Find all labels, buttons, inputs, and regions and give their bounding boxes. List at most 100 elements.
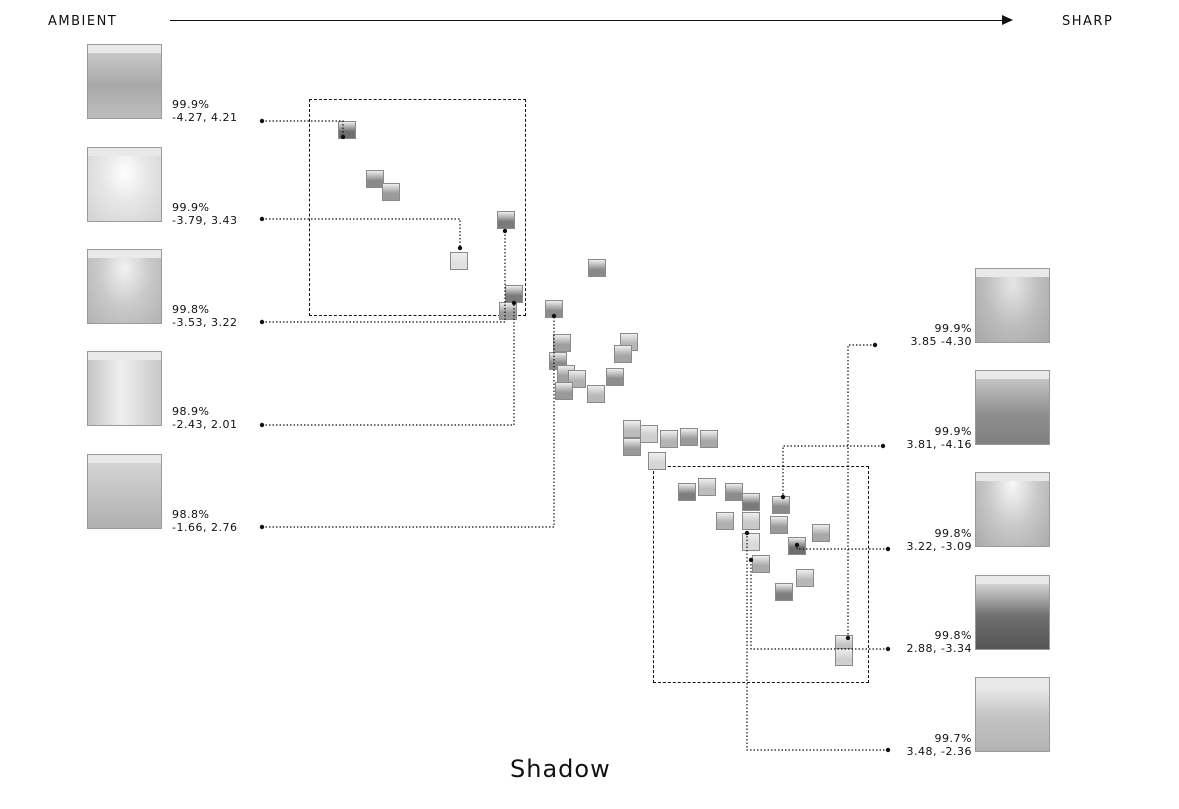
leader-line bbox=[847, 344, 875, 638]
leader-line bbox=[262, 303, 515, 426]
left-sample-label-3: 99.8% -3.53, 3.22 bbox=[172, 303, 237, 329]
scatter-sample-thumbnail bbox=[678, 483, 696, 501]
leader-dot bbox=[780, 494, 786, 500]
scatter-sample-thumbnail bbox=[812, 524, 830, 542]
scatter-sample-thumbnail bbox=[742, 493, 760, 511]
left-sample-percent: 98.9% bbox=[172, 405, 210, 418]
leader-line bbox=[262, 218, 461, 248]
left-thumbnail-5 bbox=[87, 454, 162, 529]
left-thumbnail-3 bbox=[87, 249, 162, 324]
left-sample-percent: 99.9% bbox=[172, 201, 210, 214]
scatter-sample-thumbnail bbox=[587, 385, 605, 403]
left-thumbnail-1 bbox=[87, 44, 162, 119]
left-thumbnail-4 bbox=[87, 351, 162, 426]
right-thumbnail-5 bbox=[975, 677, 1050, 752]
scatter-sample-thumbnail bbox=[775, 583, 793, 601]
scatter-sample-thumbnail bbox=[640, 425, 658, 443]
scatter-sample-thumbnail bbox=[725, 483, 743, 501]
leader-dot bbox=[885, 546, 891, 552]
cluster-box-ambient bbox=[309, 99, 526, 316]
right-sample-label-4: 99.8% 2.88, -3.34 bbox=[880, 629, 972, 655]
right-sample-label-1: 99.9% 3.85 -4.30 bbox=[880, 322, 972, 348]
leader-dot bbox=[340, 134, 346, 140]
scatter-sample-thumbnail bbox=[497, 211, 515, 229]
leader-dot bbox=[259, 422, 265, 428]
left-sample-percent: 98.8% bbox=[172, 508, 210, 521]
leader-line bbox=[782, 445, 883, 497]
leader-line bbox=[796, 545, 888, 550]
right-sample-percent: 99.9% bbox=[934, 322, 972, 335]
cluster-box-sharp bbox=[653, 466, 869, 683]
leader-dot bbox=[872, 342, 878, 348]
left-sample-label-2: 99.9% -3.79, 3.43 bbox=[172, 201, 237, 227]
left-sample-label-1: 99.9% -4.27, 4.21 bbox=[172, 98, 237, 124]
right-sample-coords: 3.85 -4.30 bbox=[910, 335, 972, 348]
leader-dot bbox=[259, 216, 265, 222]
leader-dot bbox=[885, 646, 891, 652]
leader-dot bbox=[551, 313, 557, 319]
scatter-sample-thumbnail bbox=[835, 648, 853, 666]
scatter-sample-thumbnail bbox=[770, 516, 788, 534]
scatter-sample-thumbnail bbox=[796, 569, 814, 587]
right-sample-coords: 3.22, -3.09 bbox=[906, 540, 972, 553]
leader-dot bbox=[511, 300, 517, 306]
leader-line bbox=[262, 120, 344, 137]
scatter-sample-thumbnail bbox=[700, 430, 718, 448]
axis-arrowhead-icon bbox=[1002, 15, 1013, 25]
leader-dot bbox=[885, 747, 891, 753]
scatter-sample-thumbnail bbox=[555, 382, 573, 400]
axis-arrow-line bbox=[170, 20, 1006, 21]
leader-line bbox=[262, 231, 506, 323]
left-sample-coords: -4.27, 4.21 bbox=[172, 111, 238, 124]
left-sample-coords: -3.79, 3.43 bbox=[172, 214, 238, 227]
leader-dot bbox=[259, 319, 265, 325]
leader-dot bbox=[748, 557, 754, 563]
scatter-sample-thumbnail bbox=[698, 478, 716, 496]
leader-line bbox=[750, 560, 888, 650]
leader-dot bbox=[457, 245, 463, 251]
diagram-title: Shadow bbox=[510, 755, 611, 783]
leader-line bbox=[746, 533, 888, 751]
left-sample-label-4: 98.9% -2.43, 2.01 bbox=[172, 405, 237, 431]
axis-right-label: SHARP bbox=[1062, 14, 1114, 29]
right-sample-coords: 2.88, -3.34 bbox=[906, 642, 972, 655]
right-sample-percent: 99.8% bbox=[934, 527, 972, 540]
left-thumbnail-2 bbox=[87, 147, 162, 222]
scatter-sample-thumbnail bbox=[742, 512, 760, 530]
right-sample-label-5: 99.7% 3.48, -2.36 bbox=[880, 732, 972, 758]
right-sample-percent: 99.9% bbox=[934, 425, 972, 438]
left-sample-percent: 99.8% bbox=[172, 303, 210, 316]
leader-dot bbox=[794, 542, 800, 548]
scatter-sample-thumbnail bbox=[648, 452, 666, 470]
scatter-sample-thumbnail bbox=[382, 183, 400, 201]
right-thumbnail-4 bbox=[975, 575, 1050, 650]
right-sample-label-2: 99.9% 3.81, -4.16 bbox=[880, 425, 972, 451]
scatter-sample-thumbnail bbox=[588, 259, 606, 277]
left-sample-label-5: 98.8% -1.66, 2.76 bbox=[172, 508, 237, 534]
leader-dot bbox=[845, 635, 851, 641]
left-sample-percent: 99.9% bbox=[172, 98, 210, 111]
leader-dot bbox=[502, 228, 508, 234]
scatter-sample-thumbnail bbox=[716, 512, 734, 530]
leader-dot bbox=[259, 118, 265, 124]
leader-dot bbox=[880, 443, 886, 449]
right-sample-label-3: 99.8% 3.22, -3.09 bbox=[880, 527, 972, 553]
right-sample-coords: 3.48, -2.36 bbox=[906, 745, 972, 758]
leader-dot bbox=[259, 524, 265, 530]
axis-left-label: AMBIENT bbox=[48, 14, 118, 29]
right-thumbnail-2 bbox=[975, 370, 1050, 445]
scatter-sample-thumbnail bbox=[606, 368, 624, 386]
scatter-sample-thumbnail bbox=[450, 252, 468, 270]
right-thumbnail-1 bbox=[975, 268, 1050, 343]
right-thumbnail-3 bbox=[975, 472, 1050, 547]
scatter-sample-thumbnail bbox=[660, 430, 678, 448]
left-sample-coords: -3.53, 3.22 bbox=[172, 316, 238, 329]
left-sample-coords: -2.43, 2.01 bbox=[172, 418, 238, 431]
scatter-sample-thumbnail bbox=[366, 170, 384, 188]
scatter-sample-thumbnail bbox=[680, 428, 698, 446]
right-sample-coords: 3.81, -4.16 bbox=[906, 438, 972, 451]
left-sample-coords: -1.66, 2.76 bbox=[172, 521, 238, 534]
right-sample-percent: 99.7% bbox=[934, 732, 972, 745]
leader-line bbox=[262, 316, 555, 528]
